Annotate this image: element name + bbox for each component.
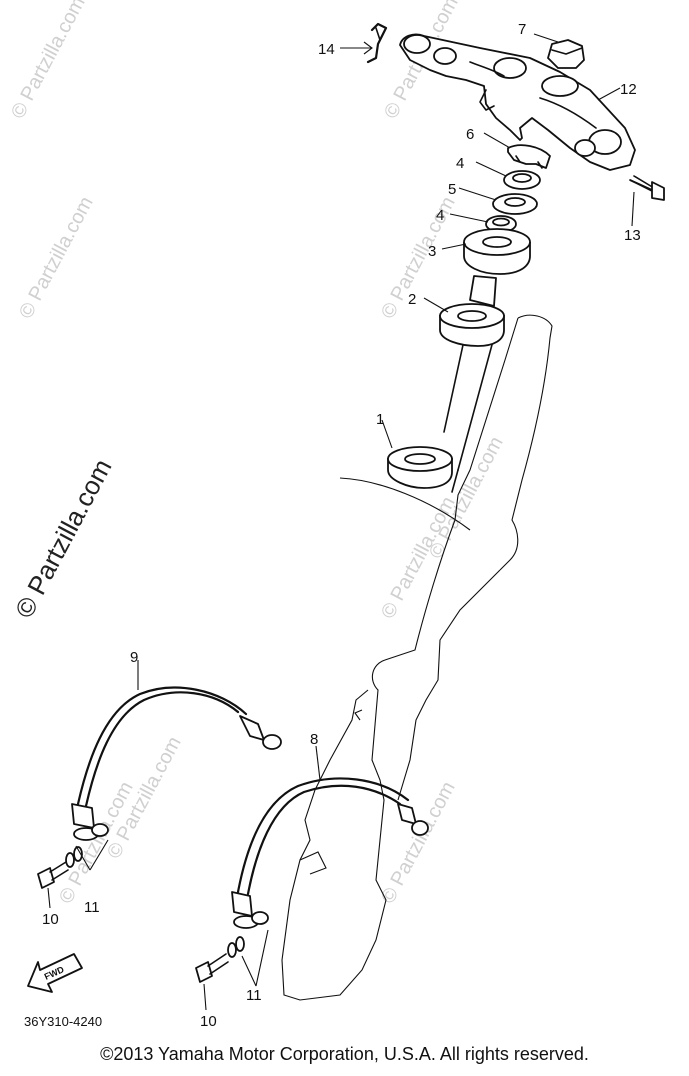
- watermark: © Partzilla.com: [7, 0, 90, 122]
- frame-outline: [281, 314, 553, 1001]
- callout-9: 9: [130, 649, 138, 666]
- steering-stem-part: [443, 275, 497, 493]
- lock-washer-part: [507, 144, 551, 169]
- watermark: © Partzilla.com: [15, 193, 98, 322]
- diagram-code: 36Y310-4240: [24, 1014, 102, 1029]
- callout-1: 1: [376, 411, 384, 428]
- upper-bracket-part: [399, 33, 636, 171]
- callout-11-right: 11: [246, 987, 262, 1004]
- callout-3: 3: [428, 243, 436, 260]
- callout-2: 2: [408, 291, 416, 308]
- watermark: © Partzilla.com: [377, 193, 460, 322]
- callout-7: 7: [518, 21, 526, 38]
- banjo-bolt-left-part: [37, 846, 83, 889]
- watermark-main: © Partzilla.com: [9, 454, 118, 623]
- callout-10-left: 10: [42, 911, 59, 928]
- copyright-notice: ©2013 Yamaha Motor Corporation, U.S.A. A…: [100, 1044, 589, 1064]
- lower-bearing-part: [387, 446, 453, 489]
- callout-4-lower: 4: [436, 207, 444, 224]
- callout-8: 8: [310, 731, 318, 748]
- ring-nut-upper-part: [503, 170, 541, 190]
- upper-bearing-part: [439, 303, 505, 347]
- callout-13: 13: [624, 227, 641, 244]
- dust-cover-part: [463, 228, 531, 275]
- brake-hose-9-part: [71, 686, 282, 841]
- forward-arrow-icon: FWD: [27, 953, 83, 993]
- ring-nut-lower-part: [485, 215, 517, 233]
- brake-hose-8-part: [231, 777, 429, 929]
- callout-4-upper: 4: [456, 155, 464, 172]
- callout-numbers: 1 2 3 4 4 5 6 7 8 9 10 10 11 11 12 13 14: [42, 21, 641, 1030]
- callout-11-left: 11: [84, 899, 100, 916]
- callout-10-right: 10: [200, 1013, 217, 1030]
- callout-12: 12: [620, 81, 637, 98]
- leader-lines: [47, 33, 635, 1011]
- callout-6: 6: [466, 126, 474, 143]
- steering-nut-part: [547, 39, 585, 69]
- cable-guide-part: [366, 22, 388, 64]
- washer-part: [492, 193, 538, 215]
- callout-5: 5: [448, 181, 456, 198]
- callout-14: 14: [318, 41, 335, 58]
- bolt-13-part: [629, 175, 665, 201]
- banjo-bolt-right-part: [195, 936, 245, 983]
